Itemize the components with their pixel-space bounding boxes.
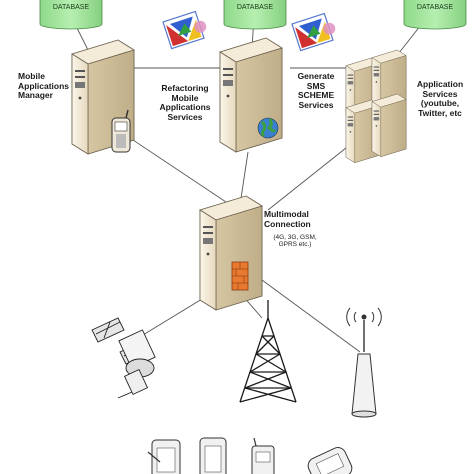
wireless-antenna-icon xyxy=(346,307,382,418)
link-manager-hub xyxy=(117,129,239,211)
multimodal-label-line: Multimodal xyxy=(264,209,309,219)
data-packet-icon-left xyxy=(162,10,207,50)
refactoring-label-line: Mobile xyxy=(171,92,199,103)
app-services-label: Application Services (youtube, Twitter, … xyxy=(408,79,472,118)
multimodal-label: Multimodal Connection xyxy=(264,209,311,229)
manager-label: Mobile Applications Manager xyxy=(18,71,70,101)
refactoring-label: Refactoring Mobile Applications Services xyxy=(148,83,222,122)
refactoring-label-line: Services xyxy=(167,111,203,122)
manager-label-line: Mobile xyxy=(18,71,45,81)
multimodal-label-line: Connection xyxy=(264,218,311,229)
link-sms-hub xyxy=(239,151,249,206)
multimodal-sublabel-line: GPRS etc.) xyxy=(278,241,312,249)
firewall-icon xyxy=(231,261,249,291)
database-right: DATABASE xyxy=(403,0,467,30)
database-center-label: DATABASE xyxy=(237,4,274,11)
transmission-tower-icon xyxy=(239,300,297,403)
multimodal-sublabel-line: (4G, 3G, GSM, xyxy=(273,234,317,241)
database-right-label: DATABASE xyxy=(417,4,454,11)
mobile-phone-icon xyxy=(111,109,131,153)
device-phone-1-icon xyxy=(147,439,181,474)
sms-label-line: Services xyxy=(298,99,334,110)
app-services-label-line: Twitter, etc xyxy=(418,107,462,118)
app-services-label-line: (youtube, xyxy=(420,98,460,109)
app-services-label-line: Application xyxy=(416,79,464,89)
link-hub-antenna xyxy=(261,279,361,353)
server-hub-icon xyxy=(199,195,263,311)
device-phone-2-icon xyxy=(199,437,227,474)
globe-icon xyxy=(257,117,279,139)
device-phone-3-icon xyxy=(251,437,275,474)
database-left-label: DATABASE xyxy=(53,4,90,11)
server-cluster-icon xyxy=(345,49,407,163)
manager-label-line: Manager xyxy=(18,90,53,101)
link-app-hub xyxy=(267,139,357,211)
refactoring-label-line: Applications xyxy=(159,102,211,113)
manager-label-line: Applications xyxy=(18,80,70,91)
sms-label-line: Generate xyxy=(297,71,335,81)
app-services-label-line: Services xyxy=(422,88,458,99)
database-left: DATABASE xyxy=(39,0,103,30)
sms-label: Generate SMS SCHEME Services xyxy=(286,71,346,110)
multimodal-sublabel: (4G, 3G, GSM, GPRS etc.) xyxy=(262,234,328,249)
database-center: DATABASE xyxy=(223,0,287,30)
satellite-icon xyxy=(91,317,156,399)
sms-label-line: SCHEME xyxy=(297,90,335,101)
device-laptop-icon xyxy=(307,447,353,474)
sms-label-line: SMS xyxy=(306,80,326,91)
data-packet-icon-right xyxy=(291,12,336,52)
refactoring-label-line: Refactoring xyxy=(161,83,209,93)
